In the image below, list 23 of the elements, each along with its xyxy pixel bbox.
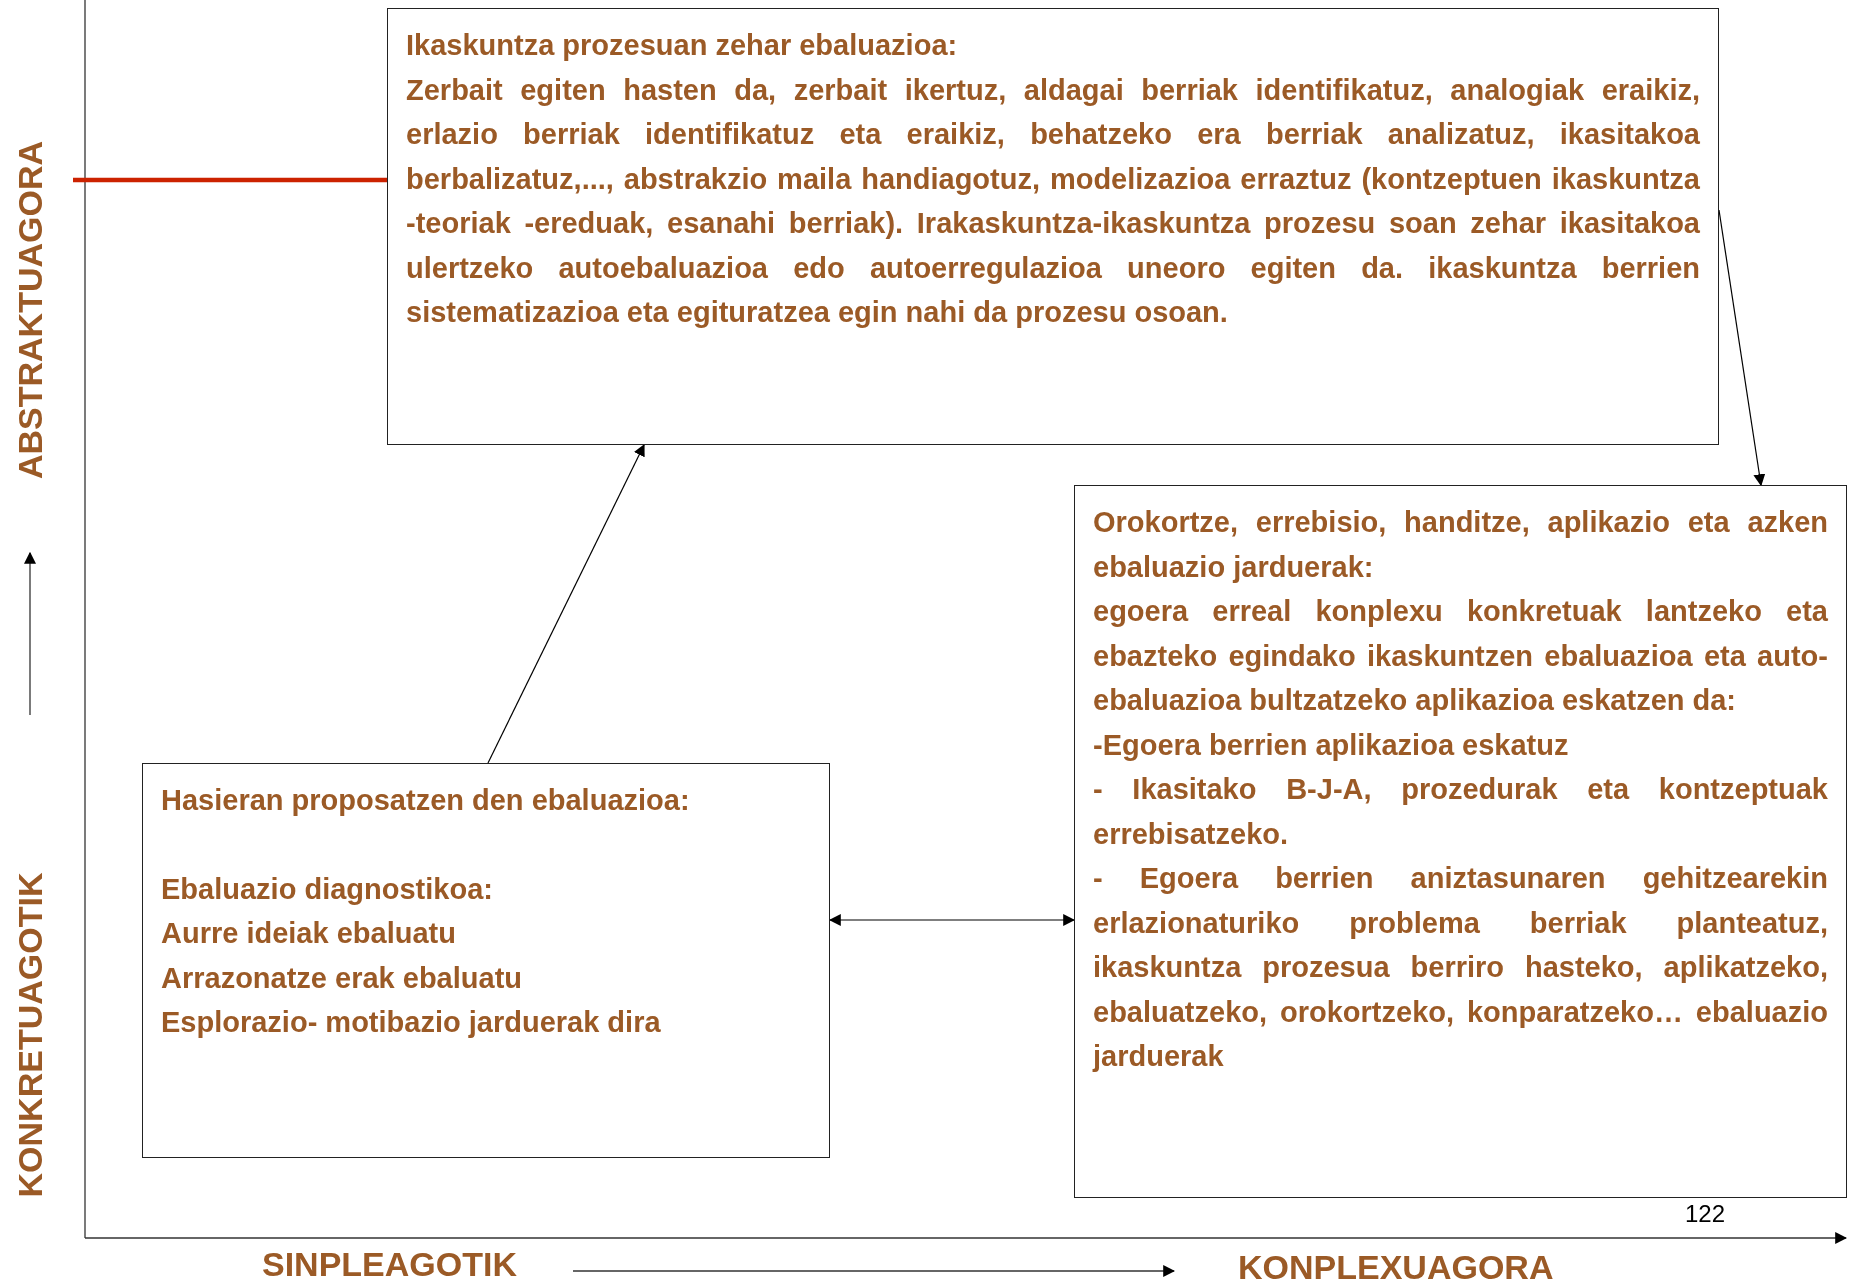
- box-heading: Orokortze, errebisio, handitze, aplikazio eta azken ebaluazio jarduerak:: [1093, 505, 1828, 585]
- box-text: Zerbait egiten hasten da, zerbait ikertuz, aldagai berriak identifikatuz, analogiak eraikiz, erlazio berriak identifikatuz eta eraikiz, behatzeko era berriak analizatuz, ikasitakoa berbalizatuz,..., abstrakzio maila handiagotuz, modelizazioa erraztuz (kontzeptuen ikaskuntza -teoriak -ereduak, esanahi berriak). Irakaskuntza-ikaskuntza prozesu soan zehar ikasitakoa ulertzeko autoebaluazioa edo autoerregulazioa uneoro egiten da. ikaskuntza berrien sistematizazioa eta egituratzea egin nahi da prozesu osoan.: [406, 72, 1700, 330]
- axis-label: ABSTRAKTUAGORA: [10, 140, 50, 480]
- box-text: -Egoera berrien aplikazioa eskatuz: [1093, 727, 1570, 763]
- text-box: [387, 8, 1719, 445]
- box-text: - Egoera berrien aniztasunaren gehitzearekin erlazionaturiko problema berriak planteatuz, ikaskuntza prozesua berriro hasteko, aplikatzeko, ebaluatzeko, orokortzeko, konparatzeko… ebaluazio jarduerak: [1093, 861, 1828, 1074]
- box-text: Aurre ideiak ebaluatu: [161, 916, 457, 951]
- box-heading: Ikaskuntza prozesuan zehar ebaluazioa:: [406, 28, 959, 63]
- page-number: 122: [1685, 1200, 1726, 1228]
- arrow: [828, 914, 1076, 926]
- box-text: - Ikasitako B-J-A, prozedurak eta kontzeptuak errebisatzeko.: [1093, 772, 1828, 852]
- axis-label: KONPLEXUAGORA: [1238, 1248, 1554, 1285]
- text-box: [142, 763, 830, 1158]
- box-text: Esplorazio- motibazio jarduerak dira: [161, 1005, 662, 1040]
- axis-label: KONKRETUAGOTIK: [10, 872, 50, 1198]
- box-text: egoera erreal konplexu konkretuak lantzeko eta ebazteko egindako ikaskuntzen ebaluazioa eta auto-ebaluazioa bultzatzeko aplikazioa eskatzen da:: [1093, 594, 1828, 718]
- box-text: Ebaluazio diagnostikoa:: [161, 871, 494, 907]
- box-text: Arrazonatze erak ebaluatu: [161, 960, 523, 996]
- box-heading: Hasieran proposatzen den ebaluazioa:: [161, 783, 691, 818]
- text-box: [1074, 485, 1847, 1198]
- arrow: [487, 443, 645, 764]
- axis-label: SINPLEAGOTIK: [262, 1245, 518, 1284]
- connector-line: [73, 177, 387, 183]
